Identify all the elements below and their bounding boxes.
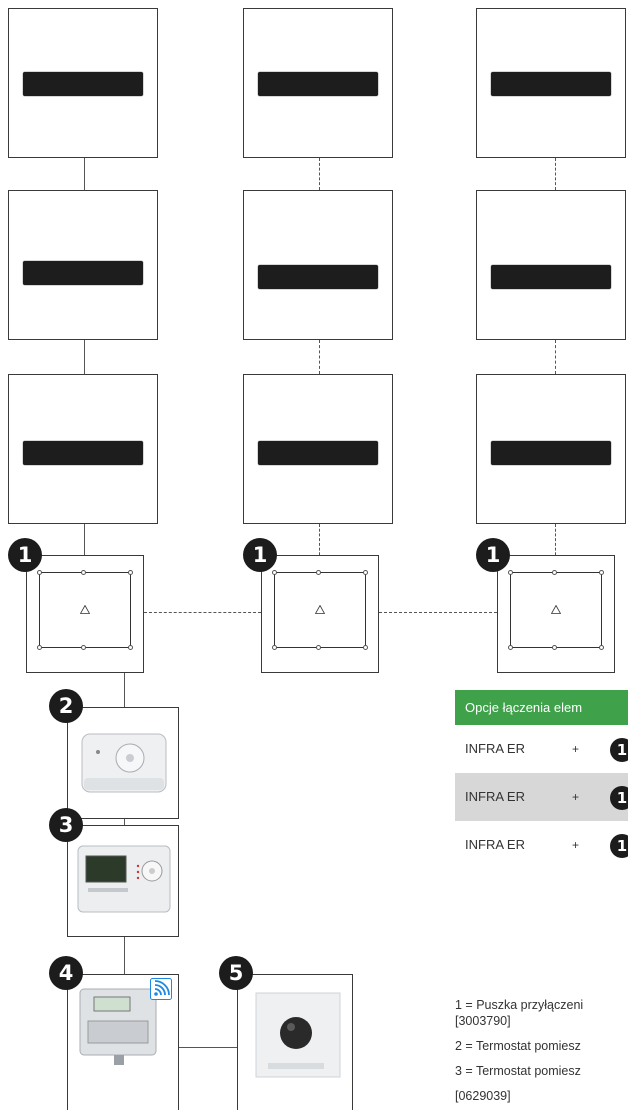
junction-box	[26, 555, 144, 673]
heater-element	[491, 441, 611, 465]
junction-box-cover	[39, 572, 131, 648]
controller-box	[67, 974, 179, 1110]
plus-sign: +	[572, 773, 579, 821]
number-badge: 4	[49, 956, 83, 990]
number-badge: 2	[49, 689, 83, 723]
plus-sign: +	[572, 725, 579, 773]
heater-element	[23, 261, 143, 285]
wifi-icon	[150, 978, 172, 1000]
number-badge: 1	[243, 538, 277, 572]
number-badge: 1	[610, 738, 628, 762]
sensor-image	[238, 975, 352, 1085]
warning-icon	[551, 605, 561, 614]
legend-header: Opcje łączenia elem	[455, 690, 628, 725]
number-badge: 3	[49, 808, 83, 842]
number-badge: 5	[219, 956, 253, 990]
legend-note: 3 = Termostat pomiesz	[455, 1064, 581, 1078]
heater-panel	[476, 190, 626, 340]
plus-sign: +	[572, 821, 579, 869]
legend-row-label: INFRA ER	[465, 821, 525, 869]
junction-box	[497, 555, 615, 673]
legend-note: 1 = Puszka przyłączeni	[455, 998, 583, 1012]
heater-panel	[8, 8, 158, 158]
connector-line	[84, 340, 85, 374]
connector-line	[124, 673, 125, 707]
junction-box-cover	[510, 572, 602, 648]
heater-element	[258, 72, 378, 96]
heater-element	[491, 265, 611, 289]
warning-icon	[80, 605, 90, 614]
connector-line	[179, 1047, 237, 1048]
heater-panel	[243, 8, 393, 158]
legend-note: [3003790]	[455, 1014, 511, 1028]
connector-line	[84, 158, 85, 190]
programmer-image	[68, 826, 178, 936]
heater-panel	[243, 374, 393, 524]
heater-panel	[243, 190, 393, 340]
heater-element	[491, 72, 611, 96]
connector-line-dashed	[555, 340, 556, 374]
heater-panel	[8, 374, 158, 524]
heater-panel	[476, 374, 626, 524]
programmable-thermostat-box	[67, 825, 179, 937]
connector-line	[124, 937, 125, 975]
heater-element	[23, 441, 143, 465]
heater-element	[258, 441, 378, 465]
heater-element	[258, 265, 378, 289]
legend-row-label: INFRA ER	[465, 773, 525, 821]
number-badge: 1	[610, 834, 628, 858]
legend-note: 2 = Termostat pomiesz	[455, 1039, 581, 1053]
legend-note: [0629039]	[455, 1089, 511, 1103]
room-thermostat-box	[67, 707, 179, 819]
junction-box-cover	[274, 572, 366, 648]
heater-element	[23, 72, 143, 96]
connector-line-dashed	[319, 340, 320, 374]
sensor-box	[237, 974, 353, 1110]
warning-icon	[315, 605, 325, 614]
junction-box	[261, 555, 379, 673]
number-badge: 1	[610, 786, 628, 810]
connector-line-dashed	[319, 158, 320, 190]
number-badge: 1	[8, 538, 42, 572]
legend-row: INFRA ER + 1	[455, 725, 628, 773]
legend-row: INFRA ER + 1	[455, 773, 628, 821]
legend-row-label: INFRA ER	[465, 725, 525, 773]
junction-link-dashed	[144, 612, 261, 613]
number-badge: 1	[476, 538, 510, 572]
legend-row: INFRA ER + 1	[455, 821, 628, 869]
junction-link-dashed	[379, 612, 497, 613]
heater-panel	[476, 8, 626, 158]
connector-line-dashed	[555, 158, 556, 190]
thermostat-image	[68, 708, 178, 818]
heater-panel	[8, 190, 158, 340]
